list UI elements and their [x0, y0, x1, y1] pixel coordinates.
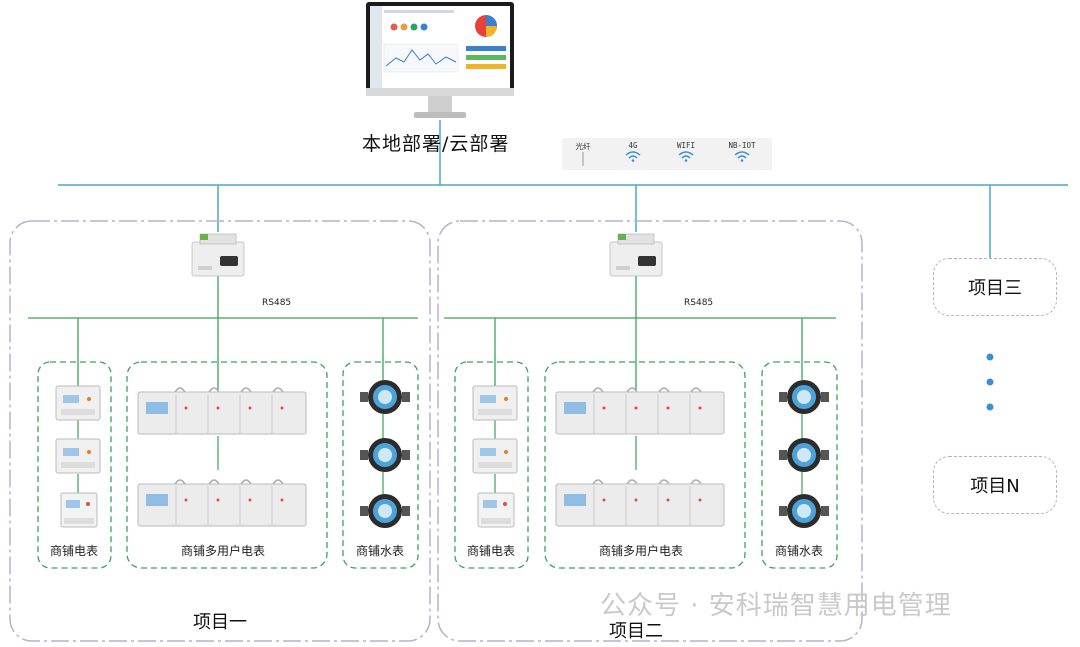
connectivity-panel: 光纤 4G WIFI NB-IOT	[562, 138, 772, 170]
water-meter-icon	[779, 438, 829, 472]
multi-user-meter-icon	[555, 479, 725, 527]
side-project-label: 项目N	[970, 476, 1020, 497]
multi-user-meter-icon	[137, 387, 307, 435]
rs485-label: RS485	[684, 298, 714, 308]
watermark-text: 公众号 · 安科瑞智慧用电管理	[600, 591, 952, 621]
side-project-box: 项目N	[933, 456, 1057, 514]
connectivity-item: NB-IOT	[720, 141, 764, 164]
rail-meter-icon	[60, 492, 98, 528]
connectivity-item: WIFI	[670, 141, 702, 164]
monitor-icon	[366, 2, 514, 118]
rail-meter-icon	[477, 492, 515, 528]
multi-user-meter-icon	[137, 479, 307, 527]
electric-meter-icon	[55, 438, 101, 474]
water-meter-icon	[360, 494, 410, 528]
water-meter-icon	[360, 438, 410, 472]
wireless-icon	[625, 151, 641, 162]
side-project-label: 项目三	[968, 278, 1022, 299]
deployment-label: 本地部署/云部署	[362, 133, 510, 155]
group-label-shop-meter: 商铺电表	[467, 544, 516, 558]
project-title: 项目二	[609, 621, 663, 642]
project-title: 项目一	[193, 612, 247, 633]
rs485-label: RS485	[262, 298, 292, 308]
electric-meter-icon	[472, 438, 518, 474]
electric-meter-icon	[472, 385, 518, 421]
side-project-box: 项目三	[933, 258, 1057, 316]
connectivity-item: 4G	[618, 141, 648, 164]
group-label-shop-meter: 商铺电表	[50, 544, 99, 558]
water-meter-icon	[779, 380, 829, 414]
electric-meter-icon	[55, 385, 101, 421]
fiber-line-icon	[582, 152, 584, 166]
group-label-water-meter: 商铺水表	[356, 544, 405, 558]
group-label-multi-user-meter: 商铺多用户电表	[181, 544, 266, 558]
water-meter-icon	[779, 494, 829, 528]
multi-user-meter-icon	[555, 387, 725, 435]
gateway-device-icon	[609, 233, 663, 277]
group-label-water-meter: 商铺水表	[775, 544, 824, 558]
group-label-multi-user-meter: 商铺多用户电表	[599, 544, 684, 558]
gateway-device-icon	[191, 233, 245, 277]
wireless-icon	[734, 151, 750, 162]
wireless-icon	[678, 151, 694, 162]
water-meter-icon	[360, 380, 410, 414]
connectivity-item: 光纤	[568, 141, 598, 168]
